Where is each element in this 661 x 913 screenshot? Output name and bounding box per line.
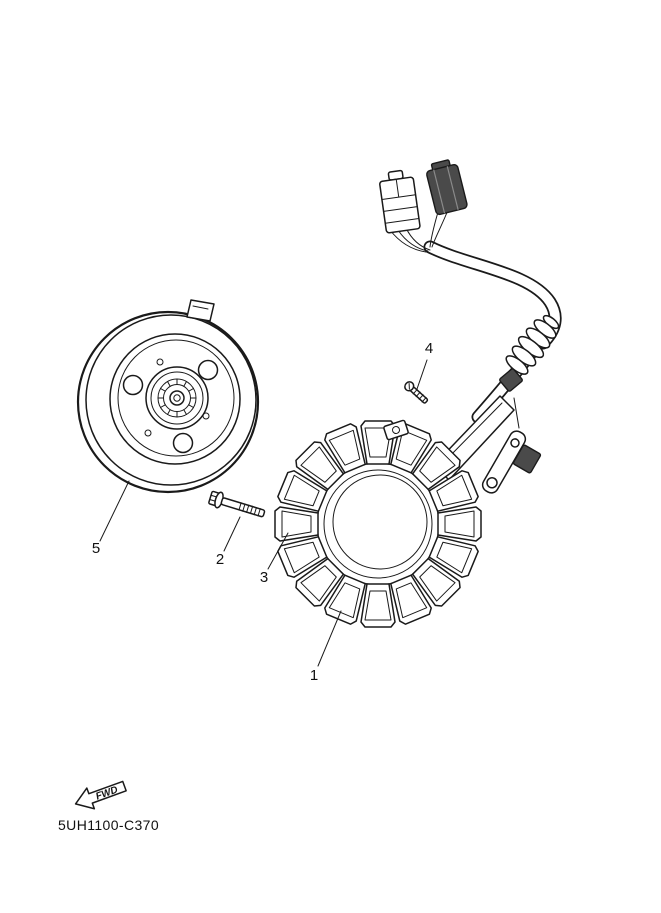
flywheel-rotor xyxy=(76,299,260,494)
stator-tooth xyxy=(295,557,345,607)
stator-tooth xyxy=(324,423,366,474)
part-code: 5UH1100-C370 xyxy=(58,817,159,833)
rotor-hole xyxy=(172,432,194,454)
connector-black xyxy=(426,159,468,216)
callout-2: 2 xyxy=(216,551,224,568)
stator-tooth xyxy=(274,506,319,542)
bracket-block xyxy=(512,444,542,474)
stator-mount-tab xyxy=(383,419,409,441)
stator-tooth xyxy=(324,574,366,625)
connector-wires xyxy=(389,209,449,253)
stator-tooth xyxy=(437,506,482,542)
callout-3: 3 xyxy=(260,569,268,586)
rotor-rivet xyxy=(144,429,152,437)
rotor-notch xyxy=(186,299,215,322)
stator-assembly xyxy=(274,395,515,628)
mounting-bracket xyxy=(481,430,527,494)
stator-tooth xyxy=(428,470,479,512)
stator-tooth xyxy=(411,557,461,607)
fwd-arrow-label: FWD xyxy=(94,784,119,802)
bracket-link xyxy=(513,397,520,429)
harness-grommet xyxy=(505,314,560,375)
rotor-rivet xyxy=(156,358,164,366)
stator-tooth xyxy=(360,583,396,628)
connector-white xyxy=(379,169,421,234)
stator-tooth xyxy=(295,441,345,491)
rotor-hole xyxy=(122,374,144,396)
stator-tooth xyxy=(428,536,479,578)
fwd-arrow: FWD xyxy=(74,780,127,810)
rotor-hole xyxy=(197,359,219,381)
rotor-hub xyxy=(145,366,209,430)
flange-bolt xyxy=(208,490,266,518)
leader-line-3 xyxy=(267,532,289,570)
leader-line-2 xyxy=(223,516,241,552)
callout-5: 5 xyxy=(92,540,100,557)
callout-1: 1 xyxy=(310,667,318,684)
leader-line-1 xyxy=(317,610,342,667)
stator-tooth xyxy=(277,470,328,512)
stator-tooth xyxy=(411,441,461,491)
screw xyxy=(404,381,429,404)
leader-line-5 xyxy=(99,480,130,542)
wiring-harness xyxy=(389,209,562,424)
stator-tooth xyxy=(390,574,432,625)
leader-line-4 xyxy=(416,359,428,390)
callout-4: 4 xyxy=(425,340,433,357)
harness-clamp xyxy=(499,368,523,392)
